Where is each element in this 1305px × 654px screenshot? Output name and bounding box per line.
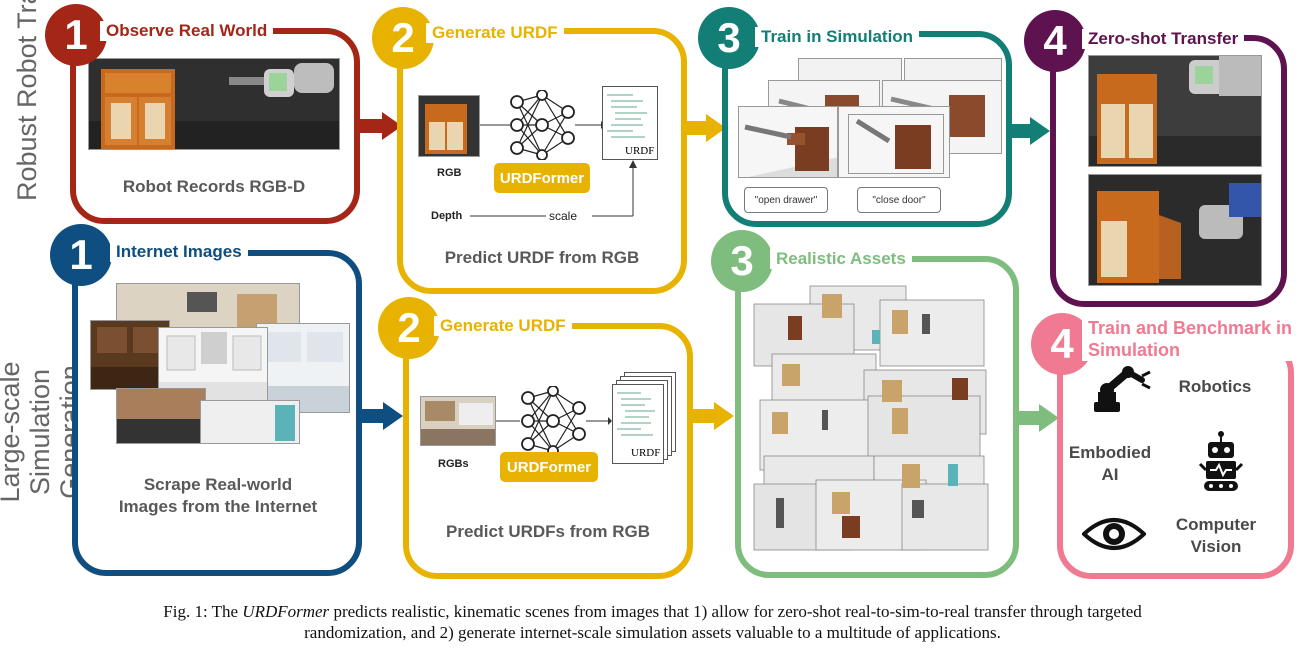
app-label-computer-vision: Computer Vision xyxy=(1175,515,1257,556)
app-label-robotics: Robotics xyxy=(1178,377,1252,396)
step-badge-3-top: 3 xyxy=(698,7,760,69)
panel-title-generate-top: Generate URDF xyxy=(426,23,564,43)
caption-predict-urdf: Predict URDF from RGB xyxy=(444,248,640,267)
urdf-document-icon-top: URDF xyxy=(602,86,658,160)
panel-title-observe: Observe Real World xyxy=(100,21,274,41)
caption-predict-urdfs: Predict URDFs from RGB xyxy=(445,522,651,541)
kitchen-photo xyxy=(90,320,170,390)
eye-icon xyxy=(1082,518,1146,550)
command-close-door: "close door" xyxy=(857,187,941,213)
arrow-top-2-3 xyxy=(684,114,726,142)
caption-robot-records: Robot Records RGB-D xyxy=(122,177,306,196)
depth-scale-arrow xyxy=(470,160,637,217)
urdformer-model-badge-top: URDFormer xyxy=(494,163,590,193)
rgbs-input-images xyxy=(420,396,496,446)
app-label-embodied-ai: Embodied AI xyxy=(1068,443,1152,484)
robot-arm-icon xyxy=(1094,366,1151,412)
step-badge-3-bottom: 3 xyxy=(711,230,773,292)
step-badge-2-bottom: 2 xyxy=(378,297,440,359)
caption-line-1: Fig. 1: The URDFormer predicts realistic… xyxy=(163,602,1142,621)
panel-title-train-benchmark: Train and Benchmark in Simulation xyxy=(1082,317,1305,361)
sim-kitchen-assets-collage xyxy=(752,284,990,552)
urdf-doc-label-top: URDF xyxy=(625,145,655,157)
real-robot-cabinet-photo xyxy=(88,58,340,150)
arrow-top-1-2 xyxy=(360,112,402,140)
urdformer-model-badge-bottom: URDFormer xyxy=(500,452,598,482)
real-transfer-photo-1 xyxy=(1088,55,1262,167)
panel-train-and-benchmark xyxy=(1057,339,1294,579)
label-rgbs: RGBs xyxy=(438,458,469,470)
real-transfer-photo-2 xyxy=(1088,174,1262,286)
step-badge-2-top: 2 xyxy=(372,7,434,69)
row-label-bottom: Large-scale Simulation Generation xyxy=(0,361,85,503)
step-badge-4-top: 4 xyxy=(1024,10,1086,72)
sim-frame-close-door xyxy=(848,114,944,174)
panel-title-zero-shot: Zero-shot Transfer xyxy=(1082,29,1245,49)
kitchen-photo xyxy=(116,388,206,444)
caption-scrape-images: Scrape Real-world Images from the Intern… xyxy=(118,475,318,516)
panel-title-realistic-assets: Realistic Assets xyxy=(770,249,912,269)
panel-title-generate-bottom: Generate URDF xyxy=(434,316,572,336)
arrow-bottom-3-4 xyxy=(1017,404,1059,432)
label-depth: Depth xyxy=(431,210,463,222)
sim-frame-open-drawer xyxy=(738,106,838,178)
label-rgb: RGB xyxy=(437,167,462,179)
panel-title-train-sim: Train in Simulation xyxy=(755,27,920,47)
row-label-top: Robust Robot Training xyxy=(12,0,42,201)
panel-title-internet-images: Internet Images xyxy=(110,242,248,262)
command-open-drawer: "open drawer" xyxy=(744,187,828,213)
urdf-doc-label-bottom: URDF xyxy=(631,447,661,459)
arrow-bottom-1-2 xyxy=(361,402,403,430)
step-badge-1-bottom: 1 xyxy=(50,224,112,286)
urdf-documents-stack-icon: URDF xyxy=(612,372,676,464)
rgb-input-image-top xyxy=(418,95,480,157)
arrow-bottom-2-3 xyxy=(692,402,734,430)
step-badge-1-top: 1 xyxy=(45,4,107,66)
panel-generate-urdf-top xyxy=(397,28,687,294)
kitchen-photo xyxy=(200,400,300,444)
robot-icon xyxy=(1198,431,1244,491)
neural-net-icon-top xyxy=(480,90,605,160)
arrow-top-3-4 xyxy=(1008,117,1050,145)
label-scale: scale xyxy=(549,209,578,223)
figure-caption: Fig. 1: The URDFormer predicts realistic… xyxy=(30,601,1275,643)
neural-net-icon-bottom xyxy=(496,386,612,456)
caption-line-2: randomization, and 2) generate internet-… xyxy=(304,623,1001,642)
